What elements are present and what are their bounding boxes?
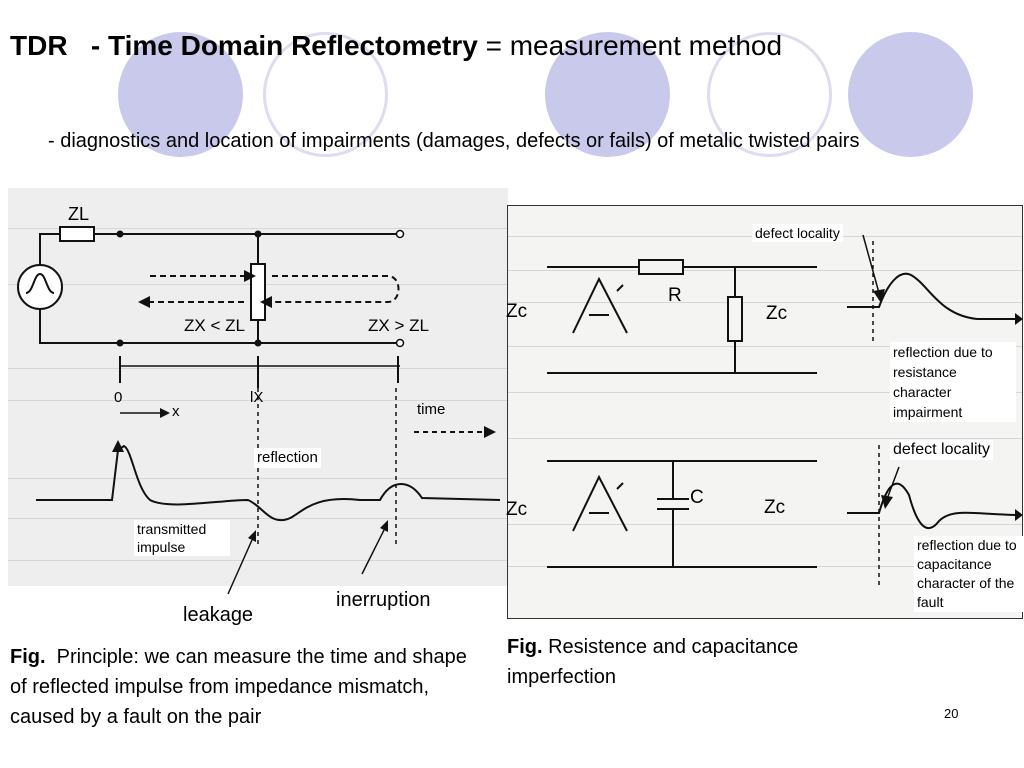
label-zc-1: Zc — [506, 301, 528, 322]
label-zc-3: Zc — [506, 499, 528, 520]
right-figure-caption: Fig. Resistence and capacitance imperfec… — [507, 632, 907, 692]
title-bold: TDR - Time Domain Reflectometry — [10, 30, 478, 61]
label-zc-4: Zc — [764, 497, 786, 518]
label-reflection-resistance: reflection due to resistance character i… — [890, 342, 1016, 422]
label-zc-2: Zc — [766, 303, 788, 324]
right-caption-bold: Fig. — [507, 636, 543, 658]
label-reflection: reflection — [254, 448, 321, 468]
label-zx-gt: ZX > ZL — [368, 316, 429, 335]
decor-circle-2 — [263, 32, 388, 157]
label-leakage: leakage — [183, 604, 254, 626]
left-diagram — [17, 226, 501, 595]
slide-subtitle: - diagnostics and location of impairment… — [48, 130, 860, 152]
label-zl: ZL — [68, 204, 90, 224]
left-caption-text: Principle: we can measure the time and s… — [10, 646, 473, 728]
label-time: time — [417, 401, 446, 418]
label-lx: lX — [250, 389, 264, 406]
label-defect-top: defect locality — [752, 224, 843, 242]
label-zx-lt: ZX < ZL — [184, 316, 245, 335]
right-caption-text: Resistence and capacitance imperfection — [507, 636, 804, 688]
left-caption-bold: Fig. — [10, 646, 46, 668]
label-reflection-capacitance: reflection due to capacitance character … — [914, 536, 1024, 612]
decor-circle-1 — [118, 32, 243, 157]
label-r: R — [668, 285, 682, 306]
decor-circle-5 — [848, 32, 973, 157]
label-interruption: inerruption — [336, 589, 431, 611]
decor-circle-4 — [707, 32, 832, 157]
page-number: 20 — [944, 706, 959, 721]
label-origin: 0 — [114, 389, 123, 406]
left-figure-caption: Fig. Principle: we can measure the time … — [10, 642, 480, 732]
right-diagram — [547, 234, 1023, 585]
label-c: C — [690, 487, 704, 508]
title-rest: = measurement method — [477, 30, 783, 61]
label-defect-bottom: defect locality — [890, 440, 993, 460]
label-x: x — [172, 403, 180, 420]
slide-title: TDR - Time Domain Reflectometry = measur… — [10, 30, 782, 62]
decor-circle-3 — [545, 32, 670, 157]
label-transmitted: transmitted impulse — [134, 520, 230, 556]
